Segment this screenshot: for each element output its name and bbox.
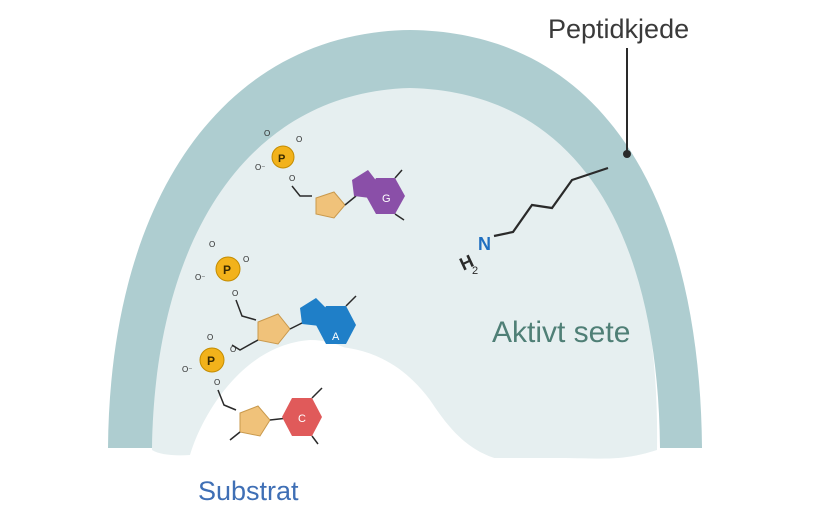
base-letter: C	[298, 413, 306, 425]
svg-text:O: O	[232, 289, 238, 298]
svg-text:O: O	[230, 345, 236, 354]
base-hexagon	[282, 398, 322, 436]
amine-n: N	[478, 234, 491, 254]
phosphate-symbol: P	[278, 153, 285, 165]
phosphate-icon	[199, 347, 225, 373]
substrate-label: Substrat	[198, 476, 299, 506]
svg-text:O⁻: O⁻	[255, 163, 265, 172]
svg-text:O⁻: O⁻	[182, 365, 192, 374]
nucleotide-a: P O O O⁻ O A	[195, 240, 357, 345]
phosphate-icon	[271, 145, 295, 169]
sugar-pentagon	[315, 191, 346, 219]
sugar-pentagon	[239, 405, 271, 437]
amine-subscript: 2	[472, 265, 478, 277]
base-letter: G	[382, 193, 391, 205]
svg-text:O: O	[289, 174, 295, 183]
active-site-label: Aktivt sete	[492, 316, 631, 349]
phosphate-symbol: P	[223, 263, 231, 277]
base-hexagon	[316, 306, 356, 344]
svg-text:O: O	[243, 255, 249, 264]
svg-text:O: O	[296, 135, 302, 144]
svg-text:O⁻: O⁻	[195, 273, 205, 282]
svg-text:O: O	[207, 333, 213, 342]
enzyme-wall	[108, 30, 702, 448]
side-chain	[493, 166, 609, 238]
sugar-pentagon	[257, 313, 291, 345]
peptide-leader-dot	[623, 150, 631, 158]
peptide-chain-label: Peptidkjede	[548, 14, 690, 44]
substrate-pocket	[190, 346, 510, 462]
nucleotide-g: P O O O⁻ O G	[255, 129, 405, 221]
svg-text:O: O	[214, 378, 220, 387]
svg-text:O: O	[209, 240, 215, 249]
active-site-interior	[152, 75, 658, 459]
phosphate-symbol: P	[207, 354, 215, 368]
nucleotide-c: P O O O⁻ O C	[182, 333, 323, 445]
base-letter: A	[332, 331, 340, 343]
phosphate-icon	[215, 256, 241, 282]
base-hexagon	[366, 178, 405, 214]
svg-text:O: O	[264, 129, 270, 138]
